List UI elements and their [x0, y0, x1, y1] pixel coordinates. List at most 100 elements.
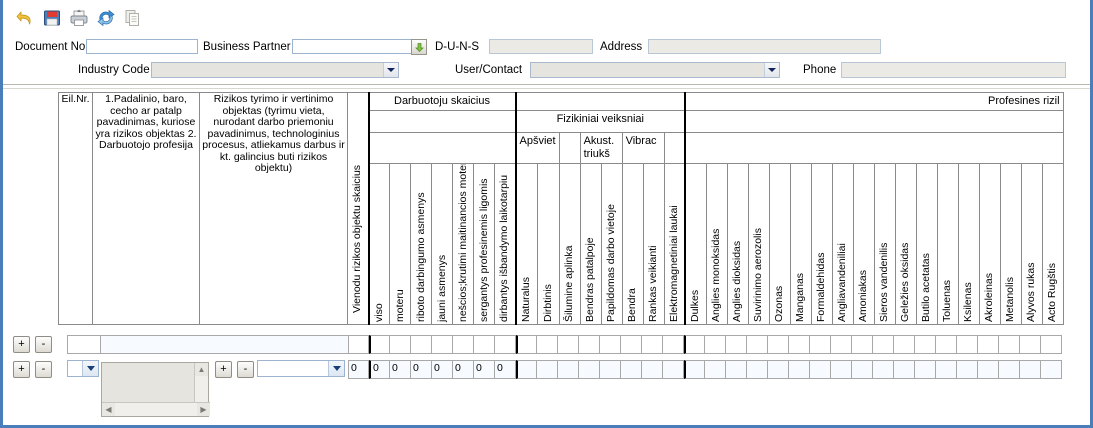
count-cell-1[interactable]: 0	[369, 360, 390, 379]
count-cell-9[interactable]	[537, 360, 558, 379]
count-cell-15[interactable]	[663, 360, 684, 379]
count-cell-1[interactable]	[369, 335, 390, 354]
count-cell-26[interactable]	[894, 335, 915, 354]
row1-eil-nr-cell[interactable]	[67, 335, 101, 354]
count-cell-28[interactable]	[936, 360, 957, 379]
count-cell-4[interactable]	[432, 335, 453, 354]
business-partner-input[interactable]	[292, 39, 412, 54]
count-cell-31[interactable]	[999, 360, 1020, 379]
count-cell-17[interactable]	[705, 335, 726, 354]
count-cell-12[interactable]	[600, 360, 621, 379]
count-cell-21[interactable]	[789, 360, 810, 379]
undo-icon[interactable]	[13, 6, 37, 30]
count-cell-8[interactable]	[516, 360, 537, 379]
document-no-input[interactable]	[86, 39, 198, 54]
row1-name-cell[interactable]	[101, 335, 356, 354]
count-cell-6[interactable]: 0	[474, 360, 495, 379]
count-cell-32[interactable]	[1020, 335, 1041, 354]
phone-input[interactable]	[841, 62, 1066, 78]
industry-code-select[interactable]	[151, 62, 399, 78]
row2-selector[interactable]	[67, 360, 99, 377]
count-cell-11[interactable]	[579, 335, 600, 354]
count-cell-20[interactable]	[768, 335, 789, 354]
save-icon[interactable]	[40, 6, 64, 30]
row2-remove-button[interactable]: -	[35, 361, 52, 378]
count-cell-14[interactable]	[642, 360, 663, 379]
count-cell-30[interactable]	[978, 335, 999, 354]
count-cell-5[interactable]	[453, 335, 474, 354]
count-cell-20[interactable]	[768, 360, 789, 379]
row2-add-button[interactable]: +	[13, 361, 30, 378]
chevron-down-icon[interactable]	[328, 361, 344, 376]
count-cell-27[interactable]	[915, 360, 936, 379]
row2-inner-add-button[interactable]: +	[215, 361, 232, 378]
count-cell-19[interactable]	[747, 360, 768, 379]
count-cell-6[interactable]	[474, 335, 495, 354]
copy-icon[interactable]	[121, 6, 145, 30]
count-cell-2[interactable]	[390, 335, 411, 354]
count-cell-14[interactable]	[642, 335, 663, 354]
row2-inner-remove-button[interactable]: -	[237, 361, 254, 378]
count-cell-24[interactable]	[852, 360, 873, 379]
count-cell-2[interactable]: 0	[390, 360, 411, 379]
count-cell-21[interactable]	[789, 335, 810, 354]
count-cell-0[interactable]: 0	[348, 360, 369, 379]
chevron-down-icon[interactable]	[82, 361, 98, 376]
count-cell-17[interactable]	[705, 360, 726, 379]
count-cell-23[interactable]	[831, 335, 852, 354]
scroll-right-icon[interactable]: ▶	[197, 403, 210, 416]
count-cell-4[interactable]: 0	[432, 360, 453, 379]
memo-horizontal-scrollbar[interactable]: ◀ ▶	[102, 402, 210, 416]
business-partner-lookup-button[interactable]	[411, 39, 427, 55]
count-cell-18[interactable]	[726, 360, 747, 379]
count-cell-18[interactable]	[726, 335, 747, 354]
count-cell-29[interactable]	[957, 335, 978, 354]
count-cell-22[interactable]	[810, 335, 831, 354]
print-icon[interactable]	[67, 6, 91, 30]
row2-inner-combo[interactable]	[257, 360, 345, 377]
user-contact-select[interactable]	[530, 62, 780, 78]
count-cell-5[interactable]: 0	[453, 360, 474, 379]
scroll-left-icon[interactable]: ◀	[102, 403, 115, 416]
count-cell-29[interactable]	[957, 360, 978, 379]
address-input[interactable]	[648, 39, 881, 54]
count-cell-3[interactable]: 0	[411, 360, 432, 379]
count-cell-33[interactable]	[1041, 335, 1062, 354]
chevron-down-icon[interactable]	[383, 63, 398, 77]
count-cell-3[interactable]	[411, 335, 432, 354]
duns-input[interactable]	[489, 39, 593, 54]
count-cell-10[interactable]	[558, 360, 579, 379]
count-cell-16[interactable]	[684, 335, 705, 354]
scroll-up-icon[interactable]: ▲	[195, 363, 208, 376]
count-cell-9[interactable]	[537, 335, 558, 354]
count-cell-11[interactable]	[579, 360, 600, 379]
count-cell-15[interactable]	[663, 335, 684, 354]
count-cell-33[interactable]	[1041, 360, 1062, 379]
count-cell-8[interactable]	[516, 335, 537, 354]
count-cell-12[interactable]	[600, 335, 621, 354]
row1-remove-button[interactable]: -	[35, 336, 52, 353]
row1-add-button[interactable]: +	[13, 336, 30, 353]
count-cell-0[interactable]	[348, 335, 369, 354]
count-cell-22[interactable]	[810, 360, 831, 379]
chevron-down-icon[interactable]	[764, 63, 779, 77]
count-cell-19[interactable]	[747, 335, 768, 354]
count-cell-24[interactable]	[852, 335, 873, 354]
count-cell-27[interactable]	[915, 335, 936, 354]
count-cell-25[interactable]	[873, 335, 894, 354]
count-cell-32[interactable]	[1020, 360, 1041, 379]
count-cell-7[interactable]	[495, 335, 516, 354]
count-cell-26[interactable]	[894, 360, 915, 379]
count-cell-25[interactable]	[873, 360, 894, 379]
count-cell-30[interactable]	[978, 360, 999, 379]
count-cell-31[interactable]	[999, 335, 1020, 354]
row2-memo-field[interactable]: ▲ ▼ ◀ ▶	[101, 362, 210, 417]
count-cell-7[interactable]: 0	[495, 360, 516, 379]
refresh-icon[interactable]	[94, 6, 118, 30]
count-cell-28[interactable]	[936, 335, 957, 354]
count-cell-10[interactable]	[558, 335, 579, 354]
count-cell-23[interactable]	[831, 360, 852, 379]
count-cell-13[interactable]	[621, 360, 642, 379]
count-cell-13[interactable]	[621, 335, 642, 354]
count-cell-16[interactable]	[684, 360, 705, 379]
